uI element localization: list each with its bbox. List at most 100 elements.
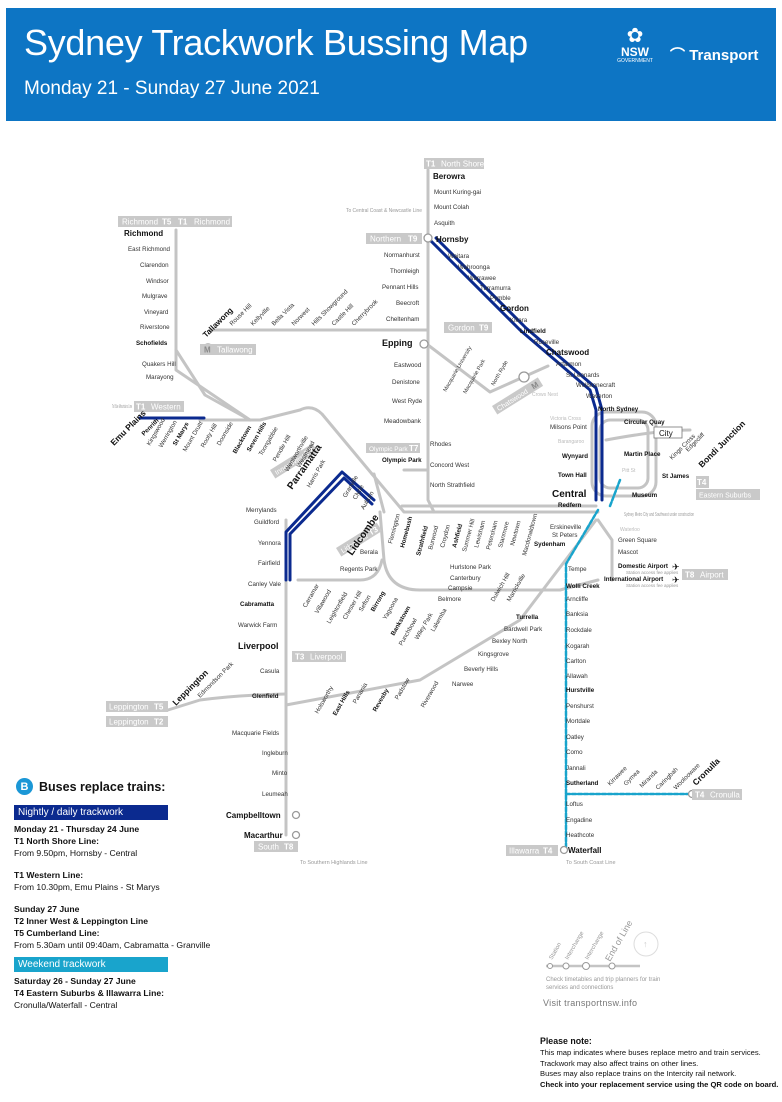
please-note: Please note: This map indicates where bu… bbox=[540, 1036, 778, 1090]
plane-icon-domestic: ✈ bbox=[672, 562, 680, 572]
label-cabramatta: Cabramatta bbox=[240, 601, 275, 608]
chip-western-code: T1 bbox=[136, 403, 146, 412]
note-line-2: Buses may also replace trains on the Int… bbox=[540, 1069, 737, 1078]
label-wahroonga: Wahroonga bbox=[458, 264, 490, 271]
hornsby-interchange-dot bbox=[423, 233, 433, 243]
label-liverpool: Liverpool bbox=[238, 641, 279, 651]
label-kingsgrove: Kingsgrove bbox=[478, 651, 510, 658]
label-canterbury: Canterbury bbox=[450, 575, 482, 582]
chip-olympic-park-name: Olympic Park bbox=[369, 446, 408, 453]
key-interchange-1: Interchange bbox=[565, 930, 586, 961]
note-international-sub: Station access fee applies bbox=[626, 583, 679, 588]
note-domestic-sub: Station access fee applies bbox=[626, 570, 679, 575]
legend-panel: B Buses replace trains: Nightly / daily … bbox=[14, 778, 210, 1011]
richmond-link bbox=[174, 348, 252, 422]
label-yennora: Yennora bbox=[258, 540, 281, 547]
richmond-line-grey bbox=[174, 228, 252, 422]
chatswood-metro-dot bbox=[518, 371, 530, 383]
label-olympic-park: Olympic Park bbox=[382, 457, 422, 464]
chip-gordon-code: T9 bbox=[479, 324, 489, 333]
station-key: Station Interchange Interchange End of L… bbox=[546, 919, 659, 970]
label-narwee: Narwee bbox=[452, 681, 474, 688]
label-engadine: Engadine bbox=[566, 817, 593, 824]
label-warrawee: Warrawee bbox=[468, 275, 497, 282]
chip-leppington-t2-code: T2 bbox=[154, 718, 164, 727]
label-gordon: Gordon bbox=[500, 304, 529, 313]
page-subtitle: Monday 21 - Sunday 27 June 2021 bbox=[24, 78, 320, 99]
label-newtown: Newtown bbox=[509, 520, 522, 547]
nightly-line-7: T5 Cumberland Line: bbox=[14, 928, 100, 938]
city-box bbox=[653, 426, 683, 439]
label-waitara: Waitara bbox=[448, 253, 470, 260]
city-circle bbox=[590, 410, 658, 498]
nightly-line-3: T1 Western Line: bbox=[14, 870, 84, 880]
label-town-hall: Town Hall bbox=[558, 472, 587, 479]
label-schofields: Schofields bbox=[136, 340, 168, 347]
label-berowra: Berowra bbox=[433, 172, 466, 181]
label-strathfield: Strathfield bbox=[415, 525, 430, 557]
label-belmore: Belmore bbox=[438, 596, 462, 603]
label-pitt-st: Pitt St bbox=[622, 468, 636, 474]
lidcombe-link bbox=[372, 472, 386, 514]
nightly-line-4: From 10.30pm, Emu Plains - St Marys bbox=[14, 882, 160, 892]
visit-link[interactable]: Visit transportnsw.info bbox=[543, 998, 638, 1008]
chip-airport-code: T8 bbox=[685, 571, 695, 580]
label-glenfield: Glenfield bbox=[252, 693, 279, 700]
nightly-line-0: Monday 21 - Thursday 24 June bbox=[14, 824, 140, 834]
svg-text:↑: ↑ bbox=[643, 939, 648, 949]
bus-icon: B bbox=[16, 778, 33, 795]
nsw-government-logo: ✿ NSW GOVERNMENT bbox=[616, 26, 654, 70]
label-victoria-cross: Victoria Cross bbox=[550, 416, 582, 422]
chip-chatswood-code: M bbox=[530, 380, 541, 391]
label-turramurra: Turramurra bbox=[480, 285, 511, 292]
label-st-leonards: St Leonards bbox=[566, 372, 599, 379]
chip-tallawong-code: M bbox=[204, 346, 211, 355]
label-vineyard: Vineyard bbox=[144, 309, 169, 316]
nsw-logo-sub: GOVERNMENT bbox=[617, 58, 653, 64]
label-como: Como bbox=[566, 749, 583, 756]
small-notes: To Central Coast & Newcastle Line To Blu… bbox=[112, 208, 694, 866]
label-lindfield: Lindfield bbox=[520, 328, 546, 335]
label-asquith: Asquith bbox=[434, 220, 455, 227]
opera-house-icon: ⌒ bbox=[670, 47, 686, 64]
transport-logo-text: Transport bbox=[689, 47, 759, 64]
label-heathcote: Heathcote bbox=[566, 832, 595, 839]
label-fairfield: Fairfield bbox=[258, 560, 281, 567]
chip-western-name: Western bbox=[151, 403, 181, 412]
main-west-grey bbox=[370, 472, 600, 514]
label-macquarie-park: Macquarie Park bbox=[463, 358, 488, 395]
label-thornleigh: Thornleigh bbox=[390, 268, 420, 275]
label-lakemba: Lakemba bbox=[430, 607, 449, 633]
label-barangaroo: Barangaroo bbox=[558, 439, 584, 445]
label-macdonaldtown: Macdonaldtown bbox=[521, 512, 539, 556]
nsw-logo-text: NSW bbox=[621, 45, 649, 59]
note-central-coast: To Central Coast & Newcastle Line bbox=[346, 208, 422, 214]
label-quakers-hill: Quakers Hill bbox=[142, 361, 176, 368]
note-line-1: Trackwork may also affect trains on othe… bbox=[540, 1058, 699, 1068]
label-warwick-farm: Warwick Farm bbox=[238, 622, 277, 629]
label-bexley-north: Bexley North bbox=[492, 638, 528, 645]
eastern-suburbs-bus bbox=[608, 478, 622, 508]
east-hills-line bbox=[284, 518, 598, 707]
label-revesby: Revesby bbox=[372, 687, 391, 713]
label-erskineville: Erskineville bbox=[550, 524, 582, 531]
label-kogarah: Kogarah bbox=[566, 643, 590, 650]
weekend-lines bbox=[564, 478, 692, 852]
chip-south-name: South bbox=[258, 843, 279, 852]
label-flemington: Flemington bbox=[387, 513, 402, 545]
label-chatswood: Chatswood bbox=[546, 348, 589, 357]
label-west-ryde: West Ryde bbox=[392, 398, 423, 405]
label-sydenham: Sydenham bbox=[534, 541, 566, 548]
weekend-bar: Weekend trackwork bbox=[14, 957, 168, 972]
note-southern-highlands: To Southern Highlands Line bbox=[300, 860, 368, 866]
label-carlton: Carlton bbox=[566, 658, 587, 665]
label-green-square: Green Square bbox=[618, 537, 657, 544]
label-turrella: Turrella bbox=[516, 614, 539, 621]
label-loftus: Loftus bbox=[566, 801, 583, 808]
label-emu-plains: Emu Plains bbox=[108, 408, 148, 448]
city-label: City bbox=[659, 429, 673, 438]
campbelltown-dot bbox=[291, 810, 301, 820]
chip-illawarra-name: Illawarra bbox=[509, 847, 540, 856]
label-redfern: Redfern bbox=[558, 502, 582, 509]
label-cheltenham: Cheltenham bbox=[386, 316, 419, 323]
